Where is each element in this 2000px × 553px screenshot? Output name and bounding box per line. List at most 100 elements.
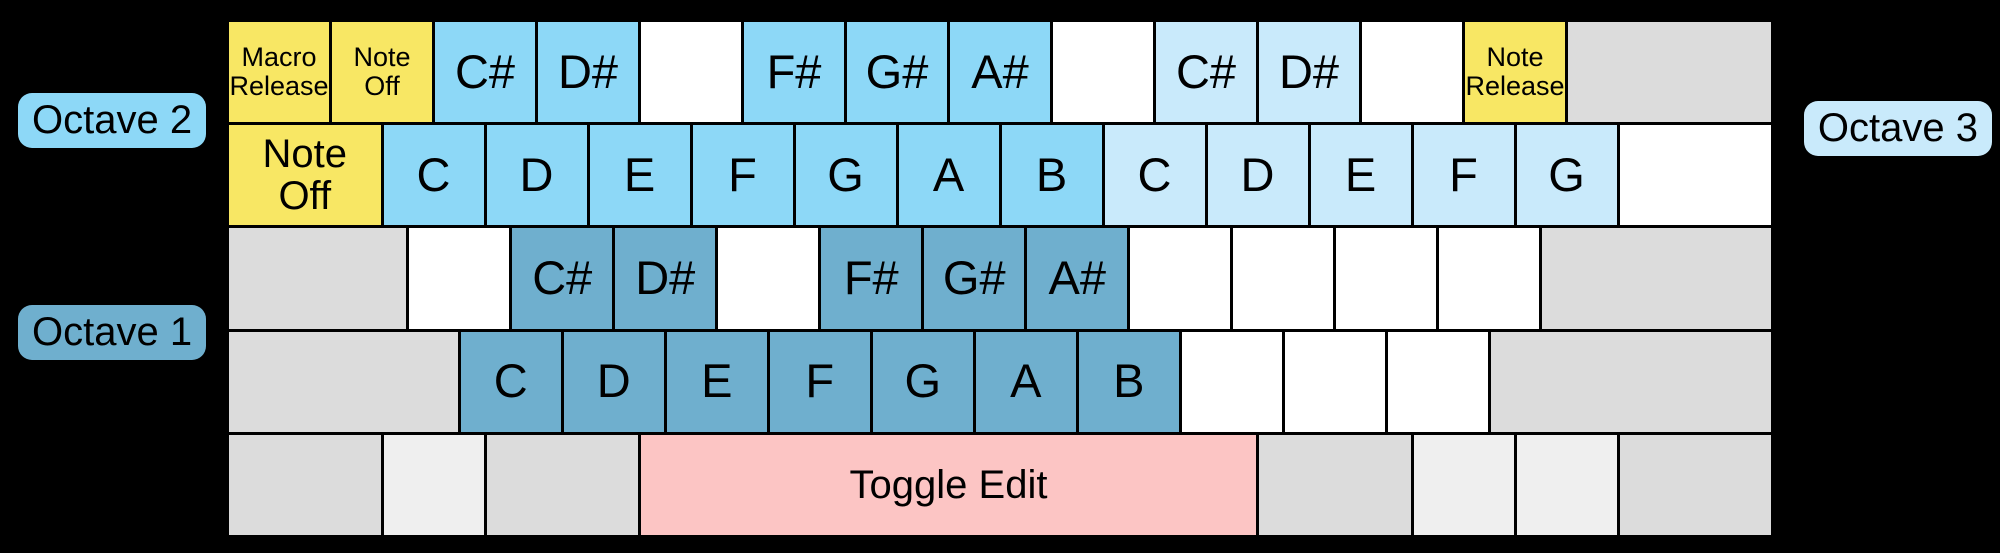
note-f-1-key-label: F [805,354,835,408]
note-a-2-key: A [895,122,1002,229]
modifier-key [1565,19,1774,126]
note-d-sharp-3-key-label: D# [1278,44,1340,98]
blank-key [1333,225,1440,332]
note-g-sharp-1-key: G# [921,225,1028,332]
note-f-3-key-label: F [1449,147,1478,201]
note-f-sharp-1-key: F# [818,225,925,332]
blank-key [1127,225,1234,332]
note-c-1-key-label: C [493,354,528,408]
note-d-sharp-2-key: D# [535,19,641,126]
modifier-key [1410,431,1517,538]
note-d-1-key-label: D [596,354,631,408]
note-c-sharp-1-key-label: C# [532,251,593,305]
note-f-2-key-label: F [728,147,757,201]
note-b-2-key-label: B [1035,147,1068,201]
modifier-key [226,225,410,332]
modifier-key [1616,431,1774,538]
note-c-sharp-3-key-label: C# [1175,44,1237,98]
blank-key [1384,328,1491,435]
modifier-key [483,431,641,538]
note-c-sharp-1-key: C# [509,225,616,332]
note-a-sharp-2-key: A# [947,19,1053,126]
octave-3-label: Octave 3 [1803,101,1992,156]
note-g-1-key: G [869,328,976,435]
blank-key [1436,225,1543,332]
blank-key [1050,19,1156,126]
note-a-1-key-label: A [1010,354,1042,408]
note-c-1-key: C [457,328,564,435]
note-b-1-key: B [1075,328,1182,435]
note-d-sharp-2-key-label: D# [557,44,619,98]
note-c-sharp-2-key-label: C# [454,44,516,98]
note-a-2-key-label: A [932,147,965,201]
note-a-1-key: A [972,328,1079,435]
note-c-3-key: C [1101,122,1208,229]
modifier-key [226,431,384,538]
note-b-2-key: B [998,122,1105,229]
note-c-3-key-label: C [1137,147,1172,201]
note-f-1-key: F [766,328,873,435]
note-g-sharp-2-key: G# [844,19,950,126]
note-f-sharp-2-key-label: F# [766,44,822,98]
blank-key [1178,328,1285,435]
note-d-2-key-label: D [519,147,554,201]
blank-key [638,19,744,126]
note-e-2-key-label: E [623,147,656,201]
note-d-1-key: D [560,328,667,435]
note-d-3-key: D [1204,122,1311,229]
octave-1-label: Octave 1 [18,305,207,360]
note-a-sharp-1-key-label: A# [1048,251,1107,305]
modifier-key [1487,328,1774,435]
note-e-3-key: E [1307,122,1414,229]
blank-key [1616,122,1774,229]
note-f-2-key: F [689,122,796,229]
note-release-key-label: Note Release [1465,41,1565,102]
macro-release-key-label: Macro Release [229,41,329,102]
note-g-sharp-1-key-label: G# [942,251,1006,305]
note-b-1-key-label: B [1113,354,1145,408]
note-g-2-key-label: G [827,147,864,201]
modifier-key [1513,431,1620,538]
toggle-edit-key: Toggle Edit [638,431,1259,538]
modifier-key [380,431,487,538]
note-f-3-key: F [1410,122,1517,229]
note-c-2-key: C [380,122,487,229]
note-g-3-key: G [1513,122,1620,229]
note-d-3-key-label: D [1240,147,1275,201]
note-g-sharp-2-key-label: G# [865,44,929,98]
blank-key [715,225,822,332]
blank-key [1230,225,1337,332]
note-d-sharp-1-key: D# [612,225,719,332]
modifier-key [226,328,461,435]
blank-key [406,225,513,332]
note-off-key: Note Off [226,122,384,229]
note-e-2-key: E [586,122,693,229]
blank-key [1359,19,1465,126]
note-g-3-key-label: G [1548,147,1585,201]
note-d-sharp-1-key-label: D# [635,251,696,305]
note-a-sharp-2-key-label: A# [971,44,1029,98]
octave-2-label: Octave 2 [18,93,207,148]
modifier-key [1539,225,1774,332]
note-off-key-label: Note Off [262,132,348,219]
note-f-sharp-1-key-label: F# [843,251,899,305]
note-off-key-label: Note Off [353,41,411,102]
toggle-edit-key-label: Toggle Edit [849,462,1048,507]
blank-key [1281,328,1388,435]
note-d-sharp-3-key: D# [1256,19,1362,126]
macro-release-key: Macro Release [226,19,332,126]
note-a-sharp-1-key: A# [1024,225,1131,332]
note-off-key: Note Off [329,19,435,126]
note-e-3-key-label: E [1344,147,1377,201]
note-e-1-key: E [663,328,770,435]
note-c-sharp-2-key: C# [432,19,538,126]
note-f-sharp-2-key: F# [741,19,847,126]
note-d-2-key: D [483,122,590,229]
note-release-key: Note Release [1462,19,1568,126]
note-e-1-key-label: E [701,354,733,408]
note-g-1-key-label: G [904,354,942,408]
note-g-2-key: G [792,122,899,229]
note-c-2-key-label: C [416,147,451,201]
